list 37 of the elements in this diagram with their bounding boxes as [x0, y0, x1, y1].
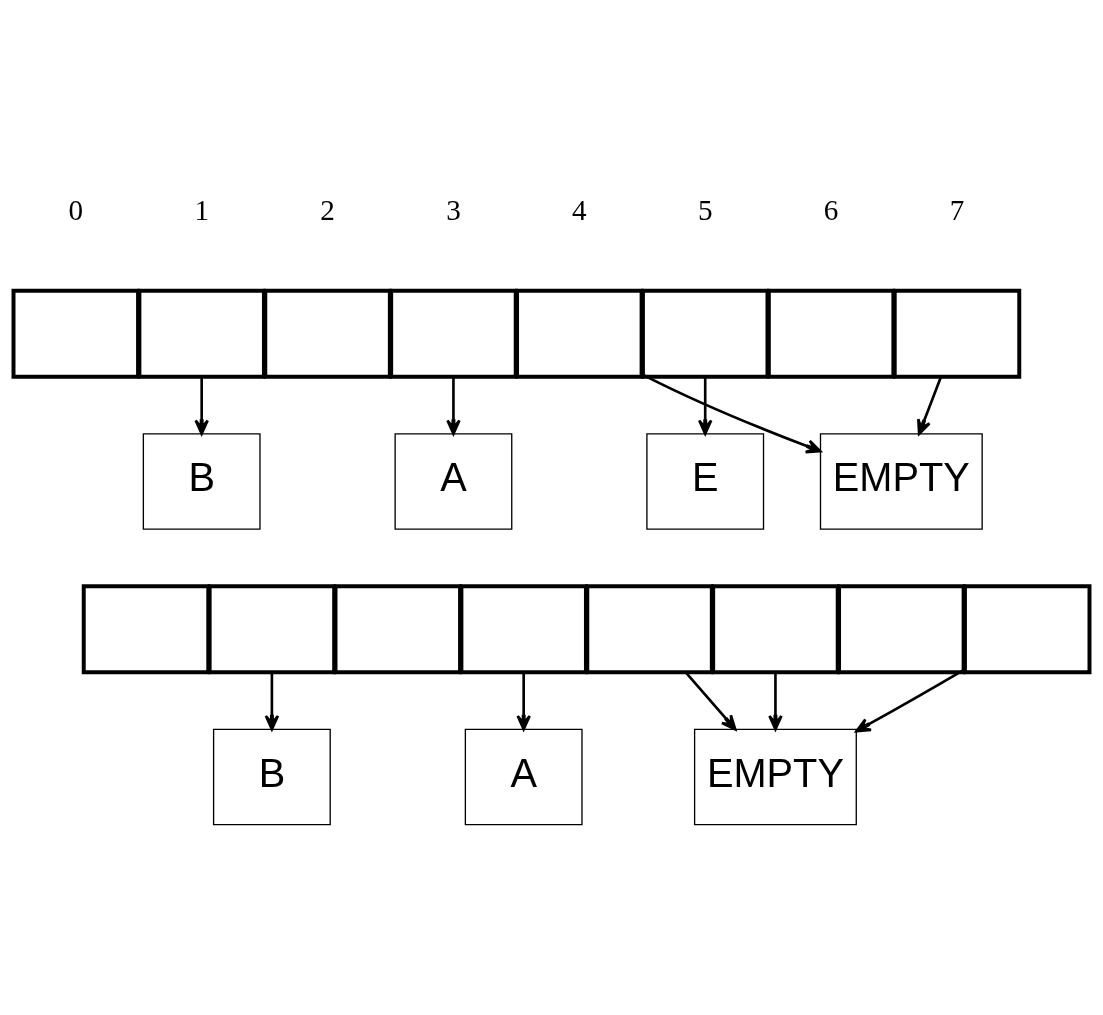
arrow	[446, 376, 461, 435]
node-box	[766, 288, 896, 379]
arrow	[917, 376, 943, 435]
node-box	[389, 288, 518, 379]
label: 7	[949, 193, 965, 226]
node-box: A	[464, 728, 583, 825]
label: 1	[194, 193, 209, 226]
label: 6	[823, 193, 839, 226]
node-box: E	[646, 432, 765, 530]
arrow	[516, 672, 531, 731]
arrow	[684, 671, 737, 731]
node-box	[459, 583, 588, 674]
node-box	[585, 583, 714, 674]
label: 0	[68, 193, 84, 226]
arrow	[697, 376, 713, 435]
node-box: EMPTY	[819, 432, 983, 530]
node-box	[81, 583, 211, 674]
arrow	[768, 672, 783, 731]
node-box	[892, 288, 1022, 379]
node-box	[837, 583, 966, 674]
node-box	[207, 583, 337, 674]
label: 4	[572, 193, 587, 226]
node-box	[640, 288, 770, 379]
label: 5	[697, 193, 713, 226]
node-box	[515, 288, 644, 379]
label: 3	[446, 193, 461, 226]
node-box	[137, 288, 266, 379]
node-box	[263, 288, 392, 379]
label: 2	[320, 193, 335, 226]
node-box	[711, 583, 840, 674]
node-box: B	[212, 728, 331, 825]
node-box: EMPTY	[693, 728, 857, 825]
arrow	[641, 372, 822, 453]
node-box: A	[394, 432, 513, 530]
node-box: B	[142, 432, 261, 530]
arrow	[194, 376, 209, 435]
arrow	[264, 672, 280, 731]
